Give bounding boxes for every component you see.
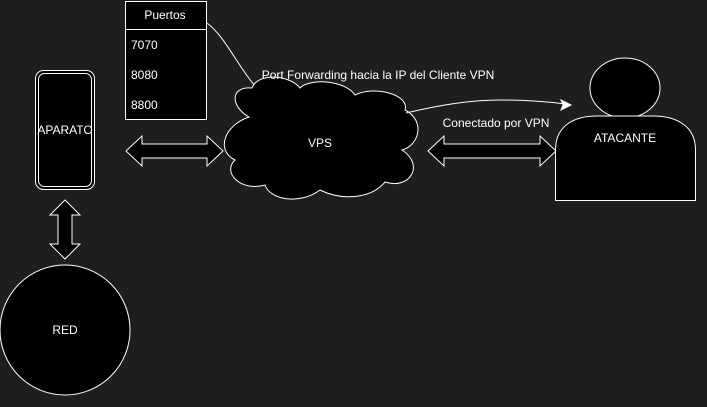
- port-value: 8800: [131, 98, 158, 112]
- vps-cloud-shape: [223, 76, 419, 200]
- device-network-arrow: [48, 199, 82, 260]
- port-forwarding-label: Port Forwarding hacia la IP del Cliente …: [261, 68, 495, 82]
- port-forwarding-arrowhead: [560, 98, 573, 112]
- port-value: 8080: [131, 68, 158, 82]
- ports-table: [125, 1, 207, 120]
- attacker-label: ATACANTE: [593, 131, 657, 145]
- vpn-connection-label: Conectado por VPN: [442, 116, 550, 130]
- ports-table-body: [125, 29, 207, 120]
- port-forwarding-connector: [405, 99, 566, 114]
- ports-table-header: Puertos: [144, 8, 186, 22]
- ports-table-header-cell: [125, 1, 207, 30]
- network-label: RED: [52, 323, 78, 337]
- device-label: APARATO: [37, 123, 93, 137]
- device-shape: [35, 70, 95, 190]
- network-shape: [0, 264, 131, 396]
- vps-label: VPS: [307, 136, 333, 150]
- attacker-shape: [555, 57, 696, 201]
- vps-attacker-arrow: [427, 134, 557, 168]
- device-vps-arrow: [125, 134, 224, 168]
- port-value: 7070: [131, 38, 158, 52]
